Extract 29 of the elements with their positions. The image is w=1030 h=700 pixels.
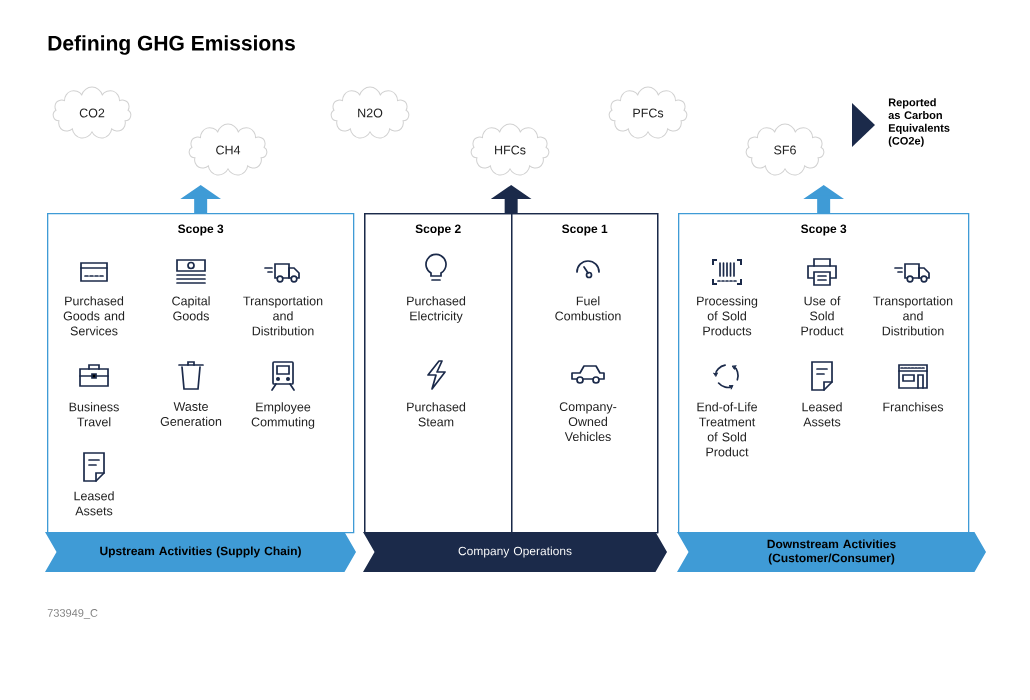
item-label: Company-Owned Vehicles (559, 402, 617, 442)
item-label: Transportation and Distribution (243, 296, 323, 336)
item-label: Waste Generation (160, 402, 222, 426)
cloud: CH4 (188, 123, 268, 176)
item-label: Leased Assets (74, 491, 114, 516)
chevron-band: Downstream Activities (Customer/Consumer) (677, 532, 986, 572)
note: Reported as Carbon Equivalents (CO2e) (888, 98, 950, 147)
item-label: Purchased Goods and Services (63, 296, 125, 336)
item-label: Fuel Combustion (555, 296, 621, 321)
chevron-band: Company Operations (363, 532, 667, 572)
title: Defining GHG Emissions (48, 35, 295, 55)
item-label: Business Travel (69, 402, 119, 427)
item-label: Leased Assets (802, 402, 842, 427)
item-label: Employee Commuting (251, 402, 315, 429)
item-label: Purchased Steam (407, 402, 466, 427)
cloud: HFCs (470, 123, 550, 176)
item-label: Franchises (883, 402, 944, 412)
cloud: N2O (330, 86, 410, 139)
item-label: Purchased Electricity (407, 296, 466, 323)
item-label: Use of Sold Product (801, 296, 844, 336)
item-label: Capital Goods (172, 296, 210, 321)
item-label: Processing of Sold Products (697, 296, 758, 336)
cloud: CO2 (52, 86, 132, 139)
document-id: 733949_C (47, 609, 98, 619)
item-label: Transportation and Distribution (873, 296, 953, 336)
cloud: PFCs (608, 86, 688, 139)
chevron-band: Upstream Activities (Supply Chain) (45, 532, 356, 572)
item-label: End-of-Life Treatment of Sold Product (697, 402, 757, 457)
cloud: SF6 (745, 123, 825, 176)
